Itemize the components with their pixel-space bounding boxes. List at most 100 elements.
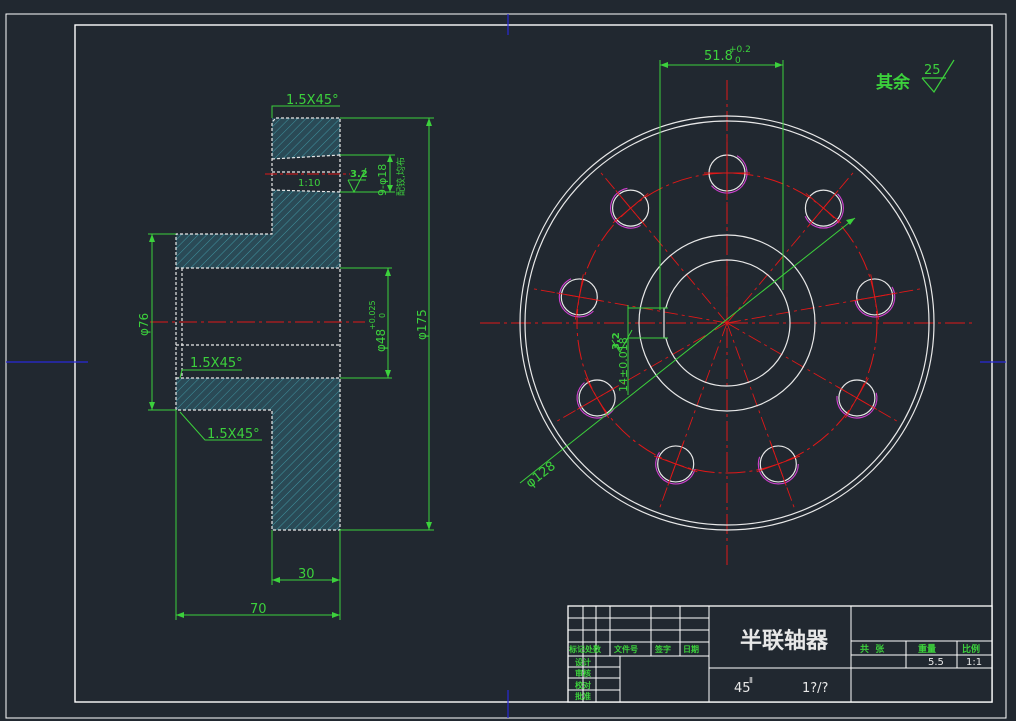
hatched-section (176, 118, 340, 530)
right-header-3: 比例 (962, 643, 980, 655)
weight-value: 5.5 (928, 657, 944, 668)
hole-center-mark (770, 442, 787, 486)
keyway-tol-lower: 0 (735, 56, 741, 66)
section-roughness-label: 3.2 (350, 169, 368, 180)
bolt-hole (851, 274, 898, 320)
chamfer-top-label: 1.5X45° (286, 93, 339, 108)
key-14-dim: 14±0.018 (617, 337, 630, 392)
sheet-number: 1?/? (802, 681, 828, 696)
keyway-tol-upper: +0.2 (729, 45, 751, 55)
part-name: 半联轴器 (740, 628, 829, 654)
section-dimensions (148, 105, 434, 620)
hole-thread-arc (802, 187, 844, 229)
outer-border (5, 13, 1007, 719)
section-view: 1.5X45° 1.5X45° 1.5X45° 1:10 3.2 9-φ18 配… (137, 93, 434, 620)
keyway-width-dim: 51.8 (704, 49, 733, 64)
hole-radial-line (726, 322, 901, 424)
hole-thread-arc (757, 443, 799, 485)
row-label-3: 校对 (575, 680, 591, 690)
hole-radial-line (726, 322, 796, 512)
roughness-note-value: 25 (924, 63, 941, 78)
material-sup: Ⅱ (749, 676, 753, 685)
hole-radial-line (726, 169, 856, 324)
right-header-1: 共 张 (860, 643, 885, 655)
dim-30: 30 (298, 567, 315, 582)
hole-center-mark (615, 190, 646, 227)
dim-70: 70 (250, 602, 267, 617)
title-block: 半联轴器 45 Ⅱ 1?/? 标记处数 文件号 签字 日期 设计 审核 校对 批… (567, 605, 993, 703)
taper-label: 1:10 (298, 178, 320, 189)
scale-value: 1:1 (966, 657, 982, 668)
hole-thread-arc (655, 443, 697, 485)
dim-phi48-tol-lower: 0 (378, 313, 387, 318)
hole-radial-line (553, 322, 728, 424)
flange-circles (519, 115, 935, 531)
roughness-note-label: 其余 (876, 72, 911, 93)
material: 45 (734, 681, 751, 696)
centering-marks (6, 14, 1006, 718)
hole-circle (560, 278, 598, 316)
bolt-holes (556, 150, 898, 486)
hole-thread-arc (836, 377, 878, 419)
hole-center-mark (851, 292, 898, 302)
front-view: 51.8 +0.2 0 14±0.018 3.2 φ128 (480, 45, 972, 565)
col-header-2: 文件号 (614, 644, 638, 654)
row-label-1: 设计 (575, 657, 591, 667)
row-label-2: 审核 (575, 668, 591, 678)
bolt-hole (610, 187, 652, 229)
front-roughness-label: 3.2 (611, 332, 622, 350)
bolt-hole (653, 442, 698, 486)
dim-phi175: φ175 (415, 309, 429, 340)
bolt-hole (802, 187, 844, 229)
hole-circle (657, 445, 695, 483)
hole-center-mark (808, 190, 839, 227)
chamfer-bore-label: 1.5X45° (190, 356, 243, 371)
hole-radial-line (598, 169, 728, 324)
hole-circle (804, 189, 843, 227)
col-header-1: 标记处数 (568, 644, 602, 654)
front-dimensions (519, 60, 856, 484)
frame-border (74, 24, 993, 703)
bolt-hole (836, 377, 878, 419)
hole-radial-line (658, 322, 728, 512)
chamfer-bottom-label: 1.5X45° (207, 427, 260, 442)
holes-note: 9-φ18 (376, 164, 389, 196)
section-outline (175, 117, 341, 531)
col-header-3: 签字 (654, 644, 671, 654)
bore-with-keyway (663, 259, 791, 387)
hole-thread-arc (610, 187, 652, 229)
hole-circle (759, 445, 797, 483)
hole-center-mark (576, 386, 618, 410)
hole-center-mark (667, 442, 684, 486)
dim-phi48-tol-upper: +0.025 (368, 300, 377, 330)
front-arrows (660, 62, 855, 225)
bolt-hole (556, 274, 603, 320)
hole-circle (838, 379, 876, 417)
row-label-4: 批准 (575, 691, 591, 701)
holes-note-2: 配铰,均布 (395, 157, 407, 196)
right-header-2: 重量 (918, 643, 936, 655)
hole-radial-line (726, 287, 925, 324)
hole-radials (529, 123, 925, 512)
hole-thread-arc (854, 276, 896, 318)
bolt-hole (704, 150, 750, 196)
hole-circle (578, 379, 616, 417)
hole-thread-arc (558, 276, 600, 318)
section-arrows (149, 118, 432, 618)
col-header-4: 日期 (683, 644, 699, 654)
title-block-grid (568, 606, 992, 702)
dim-phi76: φ76 (137, 313, 151, 336)
hole-center-mark (556, 292, 603, 302)
title-block-bg (567, 605, 993, 703)
hole-thread-arc (706, 152, 748, 194)
hole-radial-line (529, 287, 728, 324)
hole-center-mark (836, 386, 878, 410)
hole-circle (856, 278, 894, 316)
hole-circle (611, 189, 650, 227)
roughness-symbol (921, 59, 955, 94)
roughness-note: 其余 25 (876, 59, 955, 94)
bolt-hole (756, 442, 801, 486)
dim-phi48: φ48 (374, 329, 388, 352)
